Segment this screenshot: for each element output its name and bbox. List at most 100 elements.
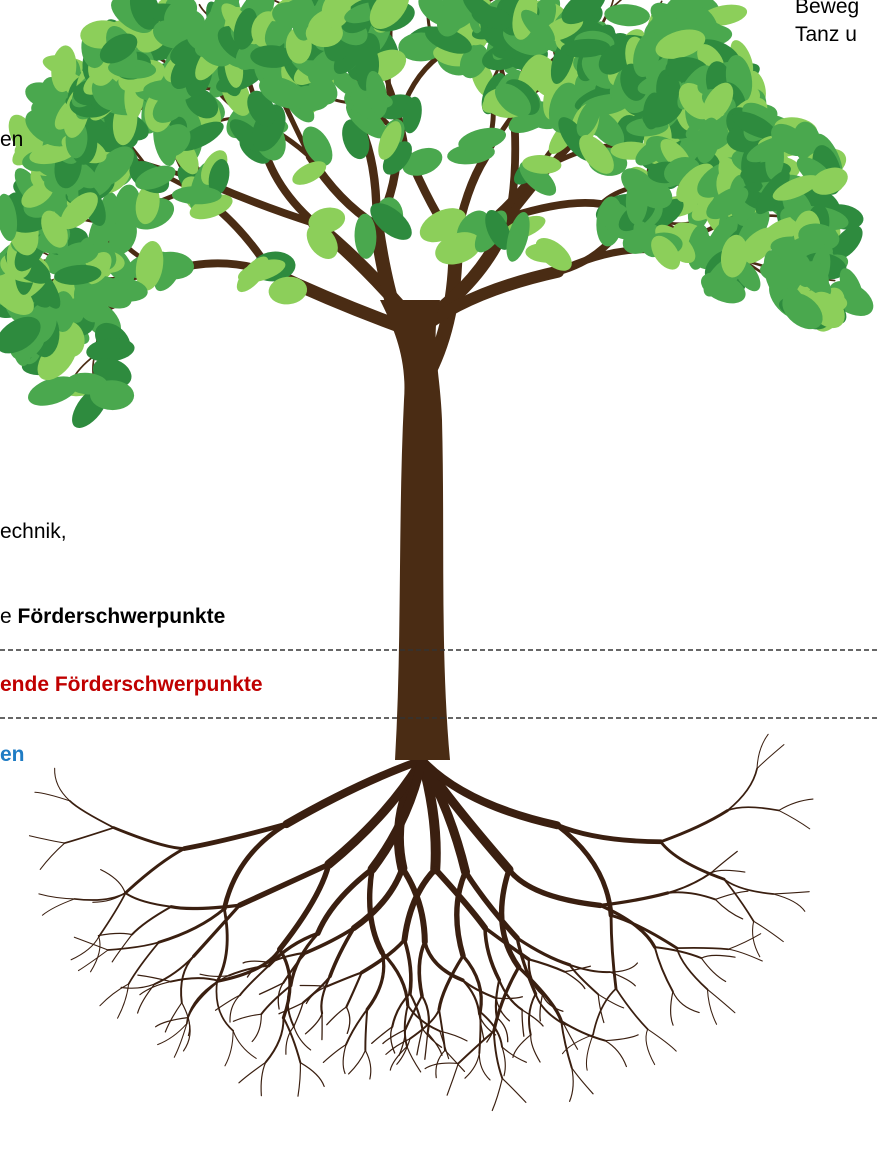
legend-row-1: e Förderschwerpunkte xyxy=(0,604,225,630)
tree-root xyxy=(492,1030,504,1080)
tree-root xyxy=(723,878,755,923)
tree-root xyxy=(258,982,284,995)
leaf xyxy=(61,242,99,265)
tree-root xyxy=(282,1016,302,1064)
leaf xyxy=(306,223,338,259)
leaf xyxy=(560,38,611,58)
leaf xyxy=(321,0,351,29)
tree-root xyxy=(73,891,127,901)
tree-root xyxy=(528,992,537,1036)
leaf xyxy=(762,216,806,243)
tree-root xyxy=(214,994,241,1011)
tree-root xyxy=(350,865,406,932)
tree-root xyxy=(192,903,242,958)
tree-root xyxy=(120,983,156,989)
leaf xyxy=(129,0,160,30)
tree-root xyxy=(723,878,775,895)
tree-root xyxy=(554,822,614,918)
tree-root xyxy=(345,971,363,1009)
tree-root xyxy=(439,1030,450,1060)
tree-root xyxy=(227,964,270,977)
tree-root xyxy=(568,963,600,996)
tree-root xyxy=(700,954,736,959)
tree-root xyxy=(571,1067,594,1095)
tree-root xyxy=(604,1040,628,1068)
tree-root xyxy=(675,947,730,951)
tree-root xyxy=(100,869,126,894)
tree-root xyxy=(478,1011,482,1055)
legend-row-2-label: ende Förderschwerpunkte xyxy=(0,673,263,696)
leaf xyxy=(21,181,54,208)
tree-root xyxy=(659,840,726,881)
leaf xyxy=(291,85,330,111)
tree-root xyxy=(367,755,427,874)
tree-root xyxy=(73,936,109,951)
tree-root xyxy=(185,981,218,1025)
leaf xyxy=(525,243,566,263)
tree-root xyxy=(496,1016,509,1043)
leaf xyxy=(135,183,160,225)
leaf xyxy=(435,232,481,265)
tree-root xyxy=(435,1049,446,1079)
leaf xyxy=(763,250,788,299)
tree-root xyxy=(315,866,375,936)
trunk-shape xyxy=(380,300,450,760)
tree-trunk xyxy=(380,300,450,760)
leaf xyxy=(28,376,78,406)
tree-root xyxy=(282,756,426,829)
tree-root xyxy=(563,1023,591,1037)
leaf xyxy=(178,121,224,151)
leaf xyxy=(782,292,823,330)
tree-root xyxy=(585,1034,594,1071)
tree-root xyxy=(457,1030,495,1065)
leaf xyxy=(308,207,346,234)
tree-root xyxy=(778,809,811,830)
tree-root xyxy=(560,1020,573,1069)
leaf xyxy=(292,161,327,185)
top-right-text-line-2: Tanz u xyxy=(795,23,857,46)
tree-root xyxy=(260,984,292,1016)
tree-root xyxy=(124,847,186,895)
leaf xyxy=(66,372,108,395)
leaf xyxy=(354,213,377,259)
leaf xyxy=(402,147,443,176)
leaf xyxy=(831,225,863,260)
tree-root xyxy=(506,866,603,909)
tree-root xyxy=(34,791,71,802)
leaf xyxy=(548,82,581,133)
leaf xyxy=(250,45,294,68)
tree-root xyxy=(615,987,649,1031)
leaf xyxy=(199,5,226,51)
leaf xyxy=(164,0,198,30)
tree-root xyxy=(111,934,133,963)
tree-root xyxy=(157,907,226,944)
tree-root xyxy=(137,974,172,983)
tree-root xyxy=(239,964,270,997)
leaf xyxy=(54,264,102,285)
tree-root xyxy=(38,893,76,900)
leaf xyxy=(268,276,308,305)
tree-leaves xyxy=(0,0,874,429)
tree-root xyxy=(348,1049,366,1075)
tree-root xyxy=(396,1038,411,1065)
tree-root xyxy=(753,920,784,943)
tree-root xyxy=(229,994,241,1023)
tree-root xyxy=(232,1013,262,1022)
tree-root xyxy=(137,983,156,1014)
leaf xyxy=(0,276,34,315)
tree-root xyxy=(251,1013,262,1043)
tree-root xyxy=(541,993,564,1012)
tree-root xyxy=(97,932,133,937)
tree-root xyxy=(501,1046,506,1077)
tree-root xyxy=(534,992,565,1025)
leaf xyxy=(494,83,531,117)
tree-root xyxy=(539,993,544,1022)
tree-root xyxy=(399,865,428,945)
leaf xyxy=(793,257,832,297)
tree-root xyxy=(454,869,469,959)
leaf xyxy=(302,126,333,166)
tree-root xyxy=(714,898,744,920)
tree-root xyxy=(371,1026,393,1044)
tree-root xyxy=(28,835,66,844)
tree-root xyxy=(772,891,810,895)
